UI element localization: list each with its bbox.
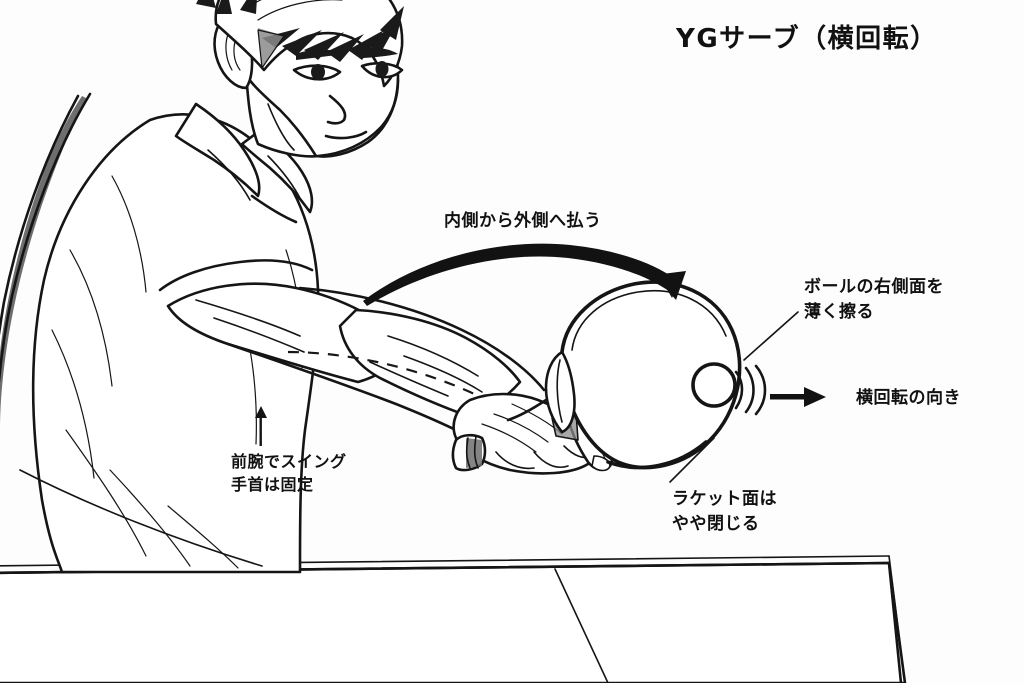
annotation-racket-face-label: ラケット面は やや閉じる bbox=[672, 489, 777, 534]
spin-direction-arrow bbox=[770, 387, 826, 407]
forearm-pointer-arrow bbox=[255, 406, 267, 446]
annotation-forearm-label: 前腕でスイング 手首は固定 bbox=[231, 452, 347, 495]
spin-motion-arcs bbox=[734, 364, 767, 416]
player-figure bbox=[0, 0, 614, 574]
table-tennis-ball bbox=[691, 362, 737, 408]
annotation-brush-label: ボールの右側面を 薄く擦る bbox=[804, 277, 944, 322]
table-tennis-racket bbox=[506, 280, 742, 470]
annotation-sweep-label: 内側から外側へ払う bbox=[444, 211, 602, 231]
table-tennis-table bbox=[0, 555, 907, 683]
leader-line-brush bbox=[743, 311, 799, 361]
leader-line-racket-face bbox=[669, 437, 715, 483]
sweep-arrow bbox=[363, 243, 686, 306]
annotation-spin-direction-label: 横回転の向き bbox=[856, 388, 961, 408]
page-title: YGサーブ（横回転） bbox=[676, 24, 938, 54]
racket-handle bbox=[451, 433, 487, 472]
